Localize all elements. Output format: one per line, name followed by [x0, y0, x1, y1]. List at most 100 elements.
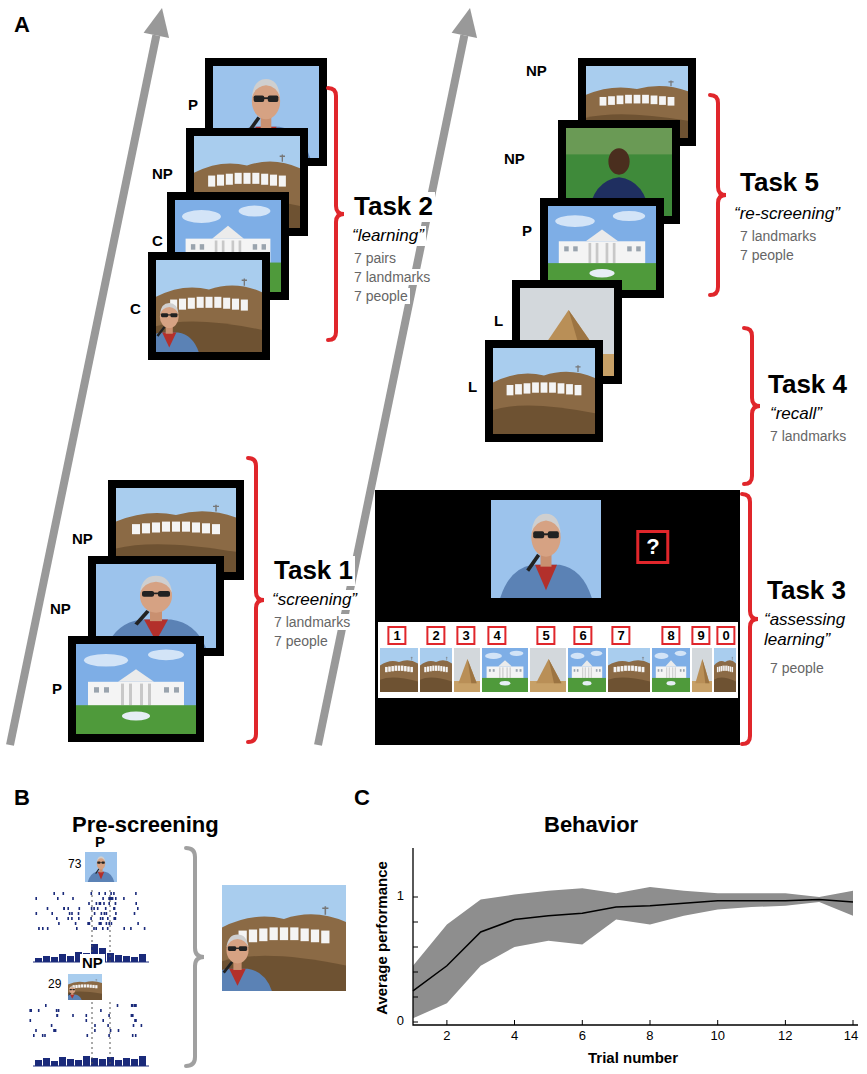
- tick-label: 6: [577, 1029, 588, 1044]
- choice-strip: [378, 622, 738, 698]
- task-count: 7 landmarks: [352, 269, 432, 285]
- psth-bar: [43, 1058, 50, 1066]
- image-label: P: [50, 680, 64, 697]
- psth-bar: [123, 1058, 130, 1066]
- stimulus-marker: [92, 890, 93, 962]
- landmark-thumbnail: [568, 648, 606, 692]
- key-text: ?: [646, 534, 659, 559]
- image-label: P: [520, 222, 534, 239]
- panel-letter: C: [352, 785, 372, 810]
- key-box: 8: [661, 626, 680, 645]
- key-box: 0: [716, 626, 735, 645]
- psth-bar: [99, 1059, 106, 1066]
- spike-raster: [36, 892, 144, 930]
- landmark-thumbnail: [380, 648, 418, 692]
- arrow-head: [144, 8, 169, 38]
- key-text: 6: [579, 628, 586, 643]
- psth-bar: [83, 1056, 90, 1066]
- landmark-thumbnail: [652, 648, 690, 692]
- cell-number: 73: [66, 858, 83, 872]
- psth-bar: [115, 955, 122, 962]
- image-label: NP: [150, 165, 175, 182]
- task-title: Task 4: [766, 370, 849, 400]
- image-label: NP: [80, 954, 105, 971]
- psth-bar: [115, 1060, 122, 1066]
- axis-label: Trial number: [586, 1049, 680, 1066]
- tick-label: 1: [395, 889, 406, 904]
- panel-title: Behavior: [542, 812, 640, 837]
- time-axis: [318, 35, 464, 745]
- psth-bar: [131, 957, 138, 962]
- image-label: NP: [70, 530, 95, 547]
- task-count: 7 people: [272, 633, 330, 649]
- key-box: 3: [456, 626, 475, 645]
- tick-marks: [413, 897, 853, 1025]
- photo: [491, 500, 601, 598]
- psth-bar: [131, 1059, 138, 1066]
- task-subtitle: “re-screening”: [732, 204, 842, 224]
- error-band: [413, 887, 853, 1018]
- image-label: NP: [48, 600, 73, 617]
- psth-bar: [51, 957, 58, 962]
- psth-bar: [59, 954, 66, 962]
- chart-axes: [413, 848, 858, 1025]
- psth-bar: [139, 954, 146, 962]
- image-label: NP: [524, 62, 549, 79]
- stimulus-marker: [110, 890, 111, 962]
- landmark-thumbnail: [692, 648, 712, 692]
- key-box: 4: [487, 626, 506, 645]
- image-label: L: [466, 378, 479, 395]
- photo: [63, 974, 102, 1000]
- task-title: Task 3: [765, 576, 848, 606]
- behavior-chart: [413, 848, 858, 1025]
- photo: [493, 348, 595, 434]
- image-label: P: [186, 96, 200, 113]
- key-text: 8: [667, 628, 674, 643]
- choice-thumbnails: [380, 648, 736, 692]
- panel-letter: B: [12, 785, 32, 810]
- panel-letter: A: [12, 12, 32, 37]
- psth-bar: [139, 1056, 146, 1066]
- image-label: C: [150, 232, 165, 249]
- key-box: 2: [426, 626, 445, 645]
- landmark-thumbnail: [420, 648, 452, 692]
- psth-bar: [59, 1057, 66, 1066]
- task3-screen: [375, 490, 740, 745]
- arrow-head: [452, 8, 477, 38]
- task-title: Task 5: [738, 168, 821, 198]
- key-text: 0: [722, 628, 729, 643]
- spike-raster: [30, 1004, 141, 1037]
- key-text: 5: [542, 628, 549, 643]
- photo: [548, 206, 656, 290]
- psth-axis: [33, 1066, 149, 1067]
- photo: [96, 564, 216, 648]
- brace: [186, 848, 204, 1066]
- psth-bar: [123, 956, 130, 962]
- landmark-thumbnail: [714, 648, 736, 692]
- photo: [85, 852, 117, 882]
- image-label: L: [492, 312, 505, 329]
- task-title: Task 2: [352, 192, 435, 222]
- key-box: 7: [611, 626, 630, 645]
- photo-frame: [68, 636, 204, 742]
- task-count: 7 landmarks: [768, 428, 848, 444]
- task-count: 7 landmarks: [738, 228, 818, 244]
- mean-line: [413, 900, 853, 991]
- photo-frame: [485, 340, 603, 442]
- stimulus-marker: [92, 1002, 93, 1066]
- tick-label: 12: [776, 1029, 794, 1044]
- axis-label: Average performance: [373, 859, 390, 1017]
- image-label: NP: [502, 150, 527, 167]
- task-title: Task 1: [272, 556, 355, 586]
- key-text: 7: [617, 628, 624, 643]
- raster-plots: [30, 890, 149, 1066]
- key-text: 3: [462, 628, 469, 643]
- landmark-thumbnail: [454, 648, 480, 692]
- brace: [710, 95, 726, 295]
- tick-label: 0: [395, 1014, 406, 1029]
- landmark-thumbnail: [530, 648, 566, 692]
- task-count: 7 people: [738, 247, 796, 263]
- key-text: 1: [393, 628, 400, 643]
- key-box: 5: [536, 626, 555, 645]
